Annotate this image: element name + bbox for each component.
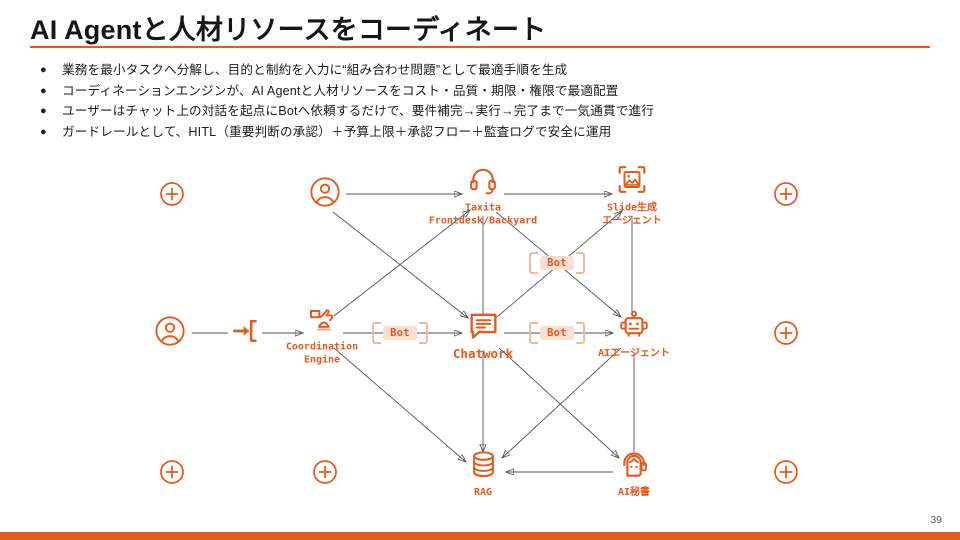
diagram-edges [192,150,635,520]
bullet-text: ユーザーはチャット上の対話を起点にBotへ依頼するだけで、要件補完→実行→完了ま… [62,104,654,118]
database-icon [464,445,502,483]
bot-chip-label: Bot [383,326,417,340]
bot-chip[interactable]: Bot [529,252,585,274]
plus-icon [773,320,799,346]
bullet-list: ● 業務を最小タスクへ分解し、目的と制約を入力に“組み合わせ問題”として最適手順… [34,60,934,142]
bullet-marker: ● [40,125,47,138]
bracket-right-icon [575,322,585,344]
node-label: RAG [473,486,493,498]
architecture-diagram: Taxita Frontdesk/Backyard Slide生成 エージェント [0,150,960,520]
node-chatwork[interactable]: Chatwork [413,306,553,361]
bullet-marker: ● [40,64,47,76]
list-item: ● 業務を最小タスクへ分解し、目的と制約を入力に“組み合わせ問題”として最適手順… [34,60,934,81]
node-ai-agent[interactable]: AIエージェント [564,306,704,361]
node-label: Taxita Frontdesk/Backyard [428,202,538,227]
bullet-text: ガードレールとして、HITL（重要判断の承認）＋予算上限＋承認フロー＋監査ログで… [62,124,612,139]
node-ai-secretary[interactable]: AI秘書 [564,445,704,500]
bracket-left-icon [529,252,539,274]
list-item: ● ユーザーはチャット上の対話を起点にBotへ依頼するだけで、要件補完→実行→完… [34,101,934,122]
node-slide-agent[interactable]: Slide生成 エージェント [562,161,702,228]
node-label: AI秘書 [617,486,651,498]
plus-icon [773,459,799,485]
user-circle-icon [306,173,344,211]
bot-chip[interactable]: Bot [529,322,585,344]
bullet-text: コーディネーションエンジンが、AI Agentと人材リソースをコスト・品質・期限… [62,83,619,98]
node-label: Chatwork [452,345,514,361]
diagram-edge [332,211,468,318]
user-circle-icon [151,312,189,350]
bot-chip-label: Bot [540,256,574,270]
node-label: Slide生成 エージェント [602,202,662,227]
plus-icon [159,459,185,485]
node-label: Coordination Engine [285,341,359,366]
bullet-marker: ● [40,84,47,97]
footer-bar [0,532,960,540]
bracket-left-icon [372,322,382,344]
chat-bubble-icon [464,306,502,344]
list-item: ● コーディネーションエンジンが、AI Agentと人材リソースをコスト・品質・… [34,81,934,102]
page-number: 39 [930,514,942,526]
agent-headset-icon [615,445,653,483]
bot-chip-label: Bot [540,326,574,340]
list-item: ● ガードレールとして、HITL（重要判断の承認）＋予算上限＋承認フロー＋監査ロ… [34,122,934,143]
image-frame-icon [613,161,651,199]
bracket-left-icon [529,322,539,344]
plus-icon [312,459,338,485]
bot-chip[interactable]: Bot [372,322,428,344]
plus-icon [159,181,185,207]
node-user-left[interactable] [100,312,240,354]
node-label: AIエージェント [598,347,670,359]
node-rag[interactable]: RAG [413,445,553,500]
node-taxita[interactable]: Taxita Frontdesk/Backyard [413,161,553,228]
headset-icon [464,161,502,199]
login-arrow-icon [226,312,264,350]
bracket-right-icon [418,322,428,344]
node-coordination-engine[interactable]: Coordination Engine [252,300,392,367]
diagram-edge [498,347,619,458]
node-user-top[interactable] [255,173,395,215]
hand-pointer-icon [303,300,341,338]
bullet-text: 業務を最小タスクへ分解し、目的と制約を入力に“組み合わせ問題”として最適手順を生… [62,63,568,77]
plus-icon [773,181,799,207]
robot-icon [615,306,653,344]
page-title: AI Agentと人材リソースをコーディネート [30,15,547,45]
node-login-gate[interactable] [175,312,315,354]
diagram-edge [502,347,622,458]
bracket-right-icon [575,252,585,274]
bullet-marker: ● [40,105,47,117]
diagram-edge [333,347,466,462]
title-divider [30,46,930,48]
diagram-edge [333,210,470,317]
